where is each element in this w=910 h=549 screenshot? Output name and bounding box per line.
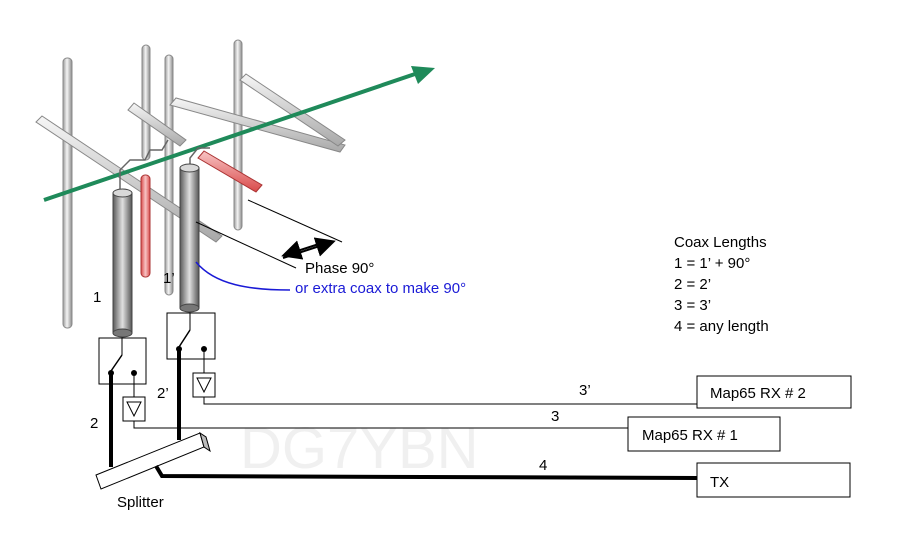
coax-lengths-line-1: 1 = 1’ + 90° — [674, 255, 750, 272]
tx-box: TX — [696, 462, 851, 498]
feed-wire-1 — [119, 139, 169, 195]
driven-elements — [140, 150, 263, 278]
phase-arrow-left — [281, 240, 323, 260]
driven-element-vertical — [140, 174, 151, 278]
diagonal-rods — [35, 73, 346, 243]
label-coax-1: 1 — [93, 289, 101, 306]
coax-line-4 — [154, 464, 698, 480]
coax-cylinders — [112, 163, 200, 338]
rod-diagonal-driven — [127, 102, 187, 147]
rod-mid-vertical — [141, 44, 151, 161]
coax-lengths-legend: Coax Lengths 1 = 1’ + 90° 2 = 2’ 3 = 3’ … — [674, 234, 769, 335]
coax-cylinder-1 — [112, 192, 133, 334]
label-splitter: Splitter — [117, 494, 164, 511]
dimension-line-upper — [247, 199, 343, 243]
boom-direction-arrowhead — [411, 66, 435, 84]
relay-box-2 — [166, 312, 216, 360]
rx1-label: Map65 RX # 1 — [642, 427, 738, 444]
label-coax-3p: 3’ — [579, 382, 591, 399]
coax-lengths-title: Coax Lengths — [674, 234, 767, 251]
rx1-box: Map65 RX # 1 — [627, 416, 781, 452]
rod-diagonal-top — [169, 97, 346, 153]
rx2-label: Map65 RX # 2 — [710, 385, 806, 402]
rod-diagonal-front — [35, 115, 223, 243]
extra-coax-note: or extra coax to make 90° — [295, 280, 466, 297]
coax-line-3 — [133, 421, 628, 429]
rx2-box: Map65 RX # 2 — [696, 375, 852, 409]
blue-note-pointer — [195, 261, 291, 291]
label-coax-4: 4 — [539, 457, 547, 474]
rod-center-vertical — [164, 54, 174, 296]
coax-cylinder-1p — [179, 167, 200, 309]
feed-wire-1p — [189, 147, 210, 168]
label-coax-3: 3 — [551, 408, 559, 425]
coax-lengths-line-2: 2 = 2’ — [674, 276, 711, 293]
watermark: DG7YBN — [240, 416, 479, 481]
dimension-line-lower — [195, 221, 297, 269]
boom-direction-line — [43, 72, 416, 202]
vertical-rods — [62, 39, 243, 329]
label-coax-2p: 2’ — [157, 385, 169, 402]
phase-label: Phase 90° — [305, 260, 374, 277]
label-coax-1p: 1’ — [163, 270, 175, 287]
label-coax-2: 2 — [90, 415, 98, 432]
coax-lengths-line-4: 4 = any length — [674, 318, 769, 335]
tx-label: TX — [710, 474, 729, 491]
coax-lengths-line-3: 3 = 3’ — [674, 297, 711, 314]
driven-element-horizontal — [197, 150, 263, 193]
coax-line-3p — [203, 397, 697, 405]
phase-arrow-right — [282, 237, 336, 259]
relay-box-1 — [98, 337, 147, 385]
splitter — [95, 431, 211, 490]
rod-diagonal-back — [239, 73, 346, 147]
